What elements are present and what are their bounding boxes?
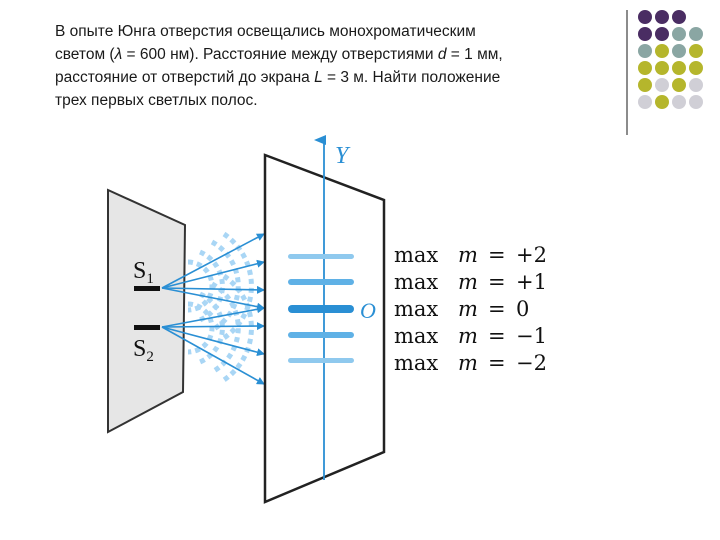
decor-dot: [672, 78, 686, 92]
max-label-val: +1: [516, 270, 547, 294]
y-axis-label: Y: [335, 143, 351, 169]
max-label-val: 0: [516, 297, 529, 321]
max-label-word: max: [394, 351, 438, 375]
decor-dot: [638, 61, 652, 75]
vertical-divider: [626, 10, 628, 135]
slit-1-letter: S: [133, 258, 146, 284]
slit-2-subscript: 2: [146, 349, 154, 365]
slit-1-subscript: 1: [146, 271, 154, 287]
slit-1-label: S1: [133, 258, 154, 287]
decor-dot: [689, 44, 703, 58]
decor-dot: [638, 27, 652, 41]
wavefront-arcs: [187, 231, 254, 383]
interference-fringes: [288, 254, 354, 363]
problem-text-fragment: = 3 м. Найти положение: [322, 69, 501, 86]
max-label-word: max: [394, 270, 438, 294]
decor-dot: [638, 95, 652, 109]
decor-dot: [672, 10, 686, 24]
max-label-val: −1: [516, 324, 547, 348]
decor-dot: [672, 95, 686, 109]
max-label-var: m: [458, 351, 478, 375]
decor-dot: [638, 78, 652, 92]
decor-dot: [655, 61, 669, 75]
decor-dot: [672, 61, 686, 75]
decor-dot: [655, 44, 669, 58]
max-label-var: m: [458, 324, 478, 348]
decor-dot: [655, 10, 669, 24]
slit-2-letter: S: [133, 336, 146, 362]
decor-dot: [655, 95, 669, 109]
decor-dot: [689, 78, 703, 92]
fringe-plus-1: [288, 279, 354, 285]
decor-dot: [638, 10, 652, 24]
max-label-eq: =: [488, 351, 506, 375]
d-symbol: d: [437, 46, 447, 63]
max-label-val: −2: [516, 351, 547, 375]
decor-dot: [655, 78, 669, 92]
max-label-var: m: [458, 297, 478, 321]
fringe-plus-2: [288, 254, 354, 259]
decor-dot: [689, 95, 703, 109]
problem-text-fragment: светом (: [55, 46, 115, 63]
lambda-symbol: λ: [114, 46, 123, 63]
max-label-eq: =: [488, 270, 506, 294]
max-label-eq: =: [488, 243, 506, 267]
problem-text: В опыте Юнга отверстия освещались монохр…: [55, 20, 595, 112]
problem-text-fragment: = 600 нм). Расстояние между отверстиями: [122, 46, 438, 63]
fringe-zero: [288, 305, 354, 313]
decor-dot: [655, 27, 669, 41]
max-label-var: m: [458, 270, 478, 294]
problem-line-3: расстояние от отверстий до экрана L = 3 …: [55, 66, 595, 89]
max-label-word: max: [394, 243, 438, 267]
slit-1-opening: [134, 286, 160, 291]
decor-dot: [672, 44, 686, 58]
slit-2-opening: [134, 325, 160, 330]
max-label-var: m: [458, 243, 478, 267]
max-label-eq: =: [488, 324, 506, 348]
fringe-minus-1: [288, 332, 354, 338]
decor-dot: [689, 27, 703, 41]
problem-text-fragment: = 1 мм,: [446, 46, 503, 63]
max-label-eq: =: [488, 297, 506, 321]
slit-2-label: S2: [133, 336, 154, 365]
light-rays: [161, 233, 265, 385]
max-label-word: max: [394, 324, 438, 348]
problem-line-4: трех первых светлых полос.: [55, 92, 258, 109]
max-label-word: max: [394, 297, 438, 321]
problem-text-fragment: расстояние от отверстий до экрана: [55, 69, 315, 86]
problem-line-2: светом (λ = 600 нм). Расстояние между от…: [55, 43, 595, 66]
decor-dot: [638, 44, 652, 58]
max-label-val: +2: [516, 243, 547, 267]
decorative-dot-grid: [638, 10, 718, 110]
fringe-minus-2: [288, 358, 354, 363]
L-symbol: L: [314, 69, 323, 86]
origin-label: O: [360, 298, 376, 323]
slit-plate: [107, 188, 187, 434]
decor-dot: [672, 27, 686, 41]
problem-line-1: В опыте Юнга отверстия освещались монохр…: [55, 23, 476, 40]
decor-dot: [689, 61, 703, 75]
